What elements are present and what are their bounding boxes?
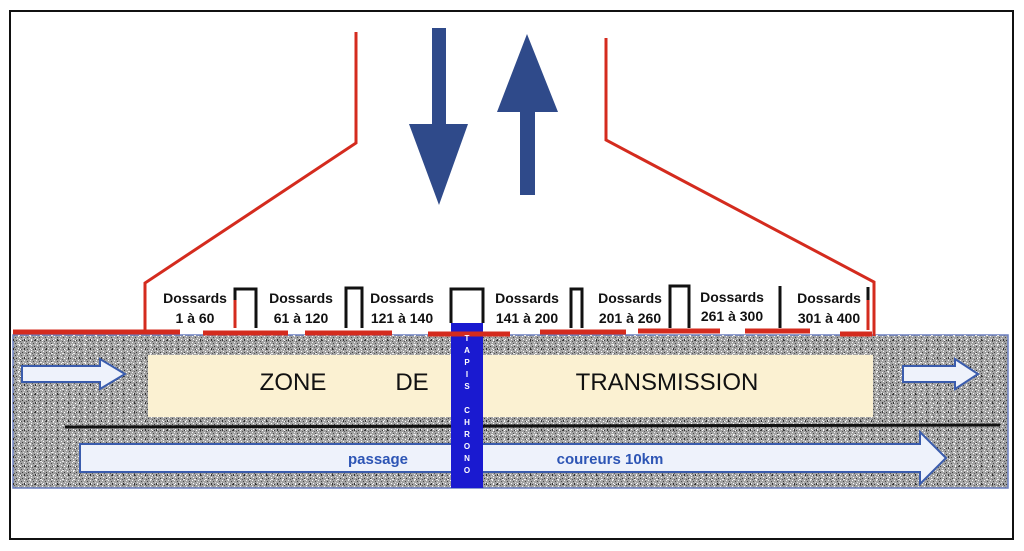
dossard-7-range: 301 à 400 xyxy=(798,310,860,326)
mat-letter: A xyxy=(464,346,470,355)
dossards-labels: Dossards 1 à 60 Dossards 61 à 120 Dossar… xyxy=(163,289,861,326)
separation-line xyxy=(64,423,1001,429)
dossard-1-range: 1 à 60 xyxy=(176,310,215,326)
transition-zone-box xyxy=(148,355,873,417)
timing-mat xyxy=(451,323,483,488)
mat-letter: C xyxy=(464,406,470,415)
passage-label-left: passage xyxy=(348,451,408,468)
mat-letter: O xyxy=(464,466,470,475)
down-arrow-icon xyxy=(409,28,468,205)
timing-mat-label: T A P I S C H R O N O xyxy=(464,334,470,475)
exit-arrow-icon xyxy=(902,357,980,391)
dossard-3-title: Dossards xyxy=(370,290,434,306)
passage-label-right: coureurs 10km xyxy=(557,451,664,468)
mat-letter: T xyxy=(465,334,470,343)
mat-letter: O xyxy=(464,442,470,451)
mat-letter: H xyxy=(464,418,470,427)
bib-gate-red-posts xyxy=(233,300,870,330)
mat-letter: I xyxy=(466,370,468,379)
dossard-6-title: Dossards xyxy=(700,289,764,305)
dossard-7-title: Dossards xyxy=(797,290,861,306)
dossard-4-range: 141 à 200 xyxy=(496,310,558,326)
dossard-4-title: Dossards xyxy=(495,290,559,306)
dossard-1-title: Dossards xyxy=(163,290,227,306)
dossard-2-range: 61 à 120 xyxy=(274,310,329,326)
barrier-segments xyxy=(13,328,872,337)
dossard-6-range: 261 à 300 xyxy=(701,308,763,324)
mat-letter: S xyxy=(464,382,470,391)
entry-arrow-icon xyxy=(21,357,127,391)
zone-word-1: ZONE xyxy=(260,369,327,396)
funnel-left-barrier xyxy=(143,32,358,333)
dossard-5-title: Dossards xyxy=(598,290,662,306)
mat-letter: N xyxy=(464,454,470,463)
funnel-right-barrier xyxy=(604,38,876,336)
mat-letter: P xyxy=(464,358,470,367)
dossard-3-range: 121 à 140 xyxy=(371,310,433,326)
zone-word-3: TRANSMISSION xyxy=(576,369,759,396)
mat-letter: R xyxy=(464,430,470,439)
passage-arrow-icon xyxy=(79,429,948,487)
zone-word-2: DE xyxy=(395,369,428,396)
dossard-5-range: 201 à 260 xyxy=(599,310,661,326)
up-arrow-icon xyxy=(497,34,558,195)
dossard-2-title: Dossards xyxy=(269,290,333,306)
